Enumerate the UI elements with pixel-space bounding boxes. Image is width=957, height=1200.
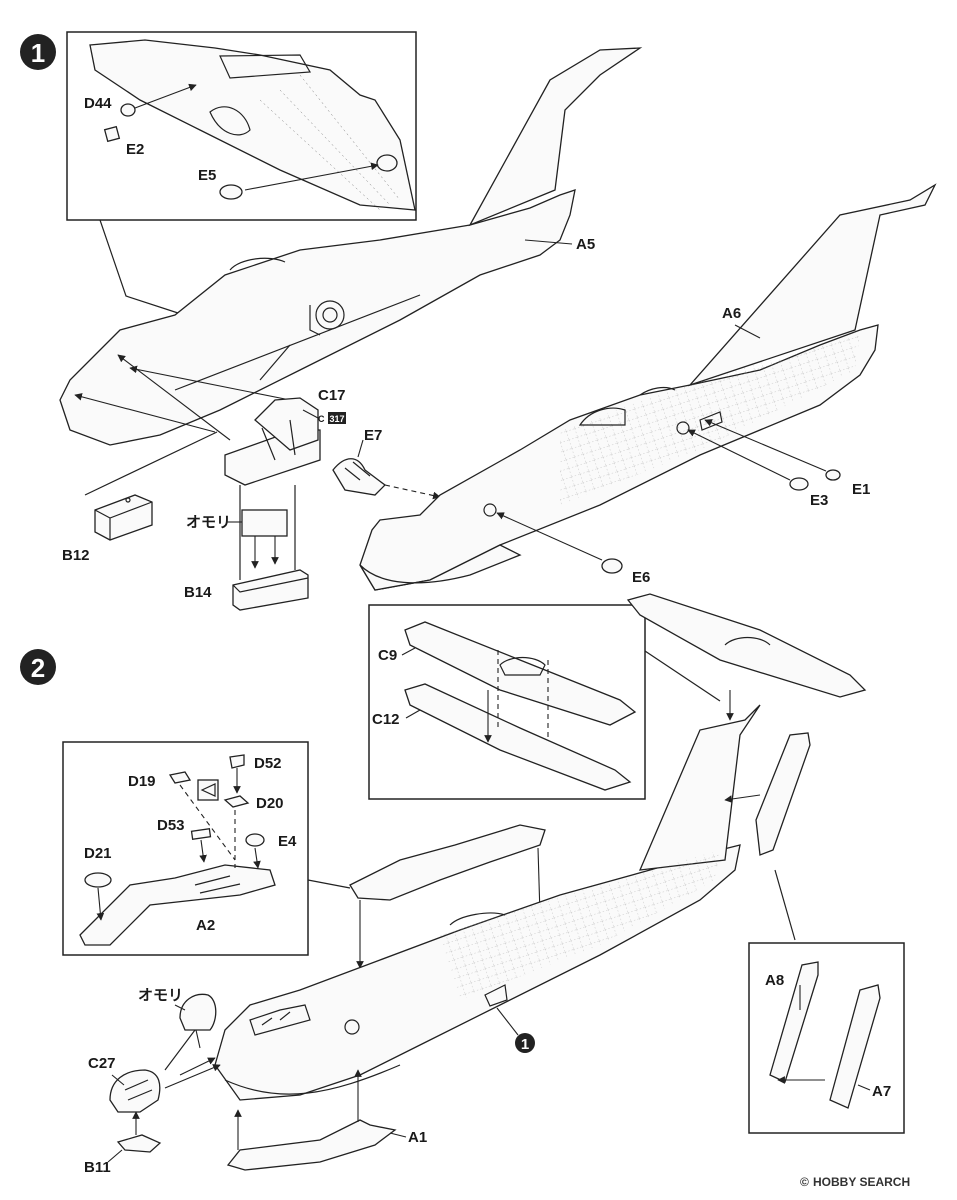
part-A5: A5 — [59, 47, 643, 446]
label-B14: B14 — [184, 584, 212, 601]
label-D53: D53 — [157, 817, 185, 834]
label-weight-2: オモリ — [138, 987, 183, 1004]
watermark-symbol: © — [800, 1175, 809, 1189]
part-D20 — [223, 795, 250, 808]
part-E3 — [789, 477, 809, 491]
rudder-piece — [755, 732, 811, 856]
label-A6: A6 — [722, 305, 741, 322]
paint-code-box — [328, 412, 346, 424]
label-D52: D52 — [254, 755, 282, 772]
part-E2 — [103, 125, 121, 143]
part-B12: B12 — [62, 494, 153, 564]
step-1-badge — [20, 34, 56, 70]
label-A5: A5 — [576, 236, 595, 253]
step-2-badge — [20, 649, 56, 685]
part-D53 — [190, 828, 212, 840]
label-D21: D21 — [84, 845, 112, 862]
watermark: © HOBBY SEARCH — [800, 1175, 910, 1189]
label-weight-1: オモリ — [186, 514, 231, 531]
weight-nose — [179, 993, 217, 1031]
part-C17: C17 317 C — [224, 387, 346, 486]
label-C17: C17 — [318, 387, 346, 404]
cockpit-inset: D52 D19 D20 D53 E4 D21 A2 — [62, 741, 351, 956]
part-E1 — [825, 469, 841, 481]
label-B12: B12 — [62, 547, 90, 564]
step-1: 1 D44 E2 E5 — [20, 31, 937, 611]
label-D20: D20 — [256, 795, 284, 812]
label-B11: B11 — [84, 1159, 111, 1176]
label-A2: A2 — [196, 917, 215, 934]
label-C9: C9 — [378, 647, 397, 664]
label-E4: E4 — [278, 833, 297, 850]
part-E5 — [219, 184, 243, 200]
watermark-brand: HOBBY SEARCH — [813, 1175, 910, 1189]
part-A2 — [79, 864, 276, 946]
label-E5: E5 — [198, 167, 216, 184]
part-D19 — [168, 771, 192, 784]
stabilizer-inset: C9 C12 — [368, 604, 721, 800]
label-C27: C27 — [88, 1055, 116, 1072]
part-B11 — [116, 1134, 162, 1153]
part-A1 — [226, 1119, 397, 1171]
subassembly-1-badge — [515, 1033, 535, 1053]
upper-cover — [349, 824, 546, 901]
label-A7: A7 — [872, 1083, 891, 1100]
label-E6: E6 — [632, 569, 650, 586]
part-D52 — [229, 754, 245, 769]
step-1-number: 1 — [31, 38, 45, 68]
subassembly-1-ref: 1 — [521, 1036, 529, 1053]
step-2: 2 C9 C12 — [20, 593, 905, 1176]
part-D44 — [120, 103, 136, 117]
label-E3: E3 — [810, 492, 828, 509]
assembled-fuselage: 1 — [214, 704, 761, 1101]
part-E7: E7 — [332, 427, 441, 500]
part-C27 — [109, 1069, 161, 1113]
part-E4 — [245, 833, 265, 847]
part-C12 — [404, 683, 632, 791]
weight-block — [241, 509, 288, 537]
horizontal-stabilizer — [626, 593, 867, 698]
label-D19: D19 — [128, 773, 156, 790]
part-E6 — [601, 558, 623, 574]
rudder-inset: A8 A7 — [748, 942, 905, 1134]
label-A1: A1 — [408, 1129, 427, 1146]
label-E7: E7 — [364, 427, 382, 444]
paint-code: 317 — [329, 414, 344, 424]
label-C12: C12 — [372, 711, 400, 728]
label-E1: E1 — [852, 481, 870, 498]
step-2-number: 2 — [31, 653, 45, 683]
part-D21 — [84, 872, 112, 888]
part-C9 — [404, 621, 637, 726]
paint-code-prefix: C — [318, 414, 325, 424]
part-B14-assembly: オモリ B14 — [184, 485, 309, 611]
label-E2: E2 — [126, 141, 144, 158]
label-A8: A8 — [765, 972, 784, 989]
step-1-inset: D44 E2 E5 — [66, 31, 417, 314]
part-A7 — [829, 984, 881, 1109]
label-D44: D44 — [84, 95, 112, 112]
